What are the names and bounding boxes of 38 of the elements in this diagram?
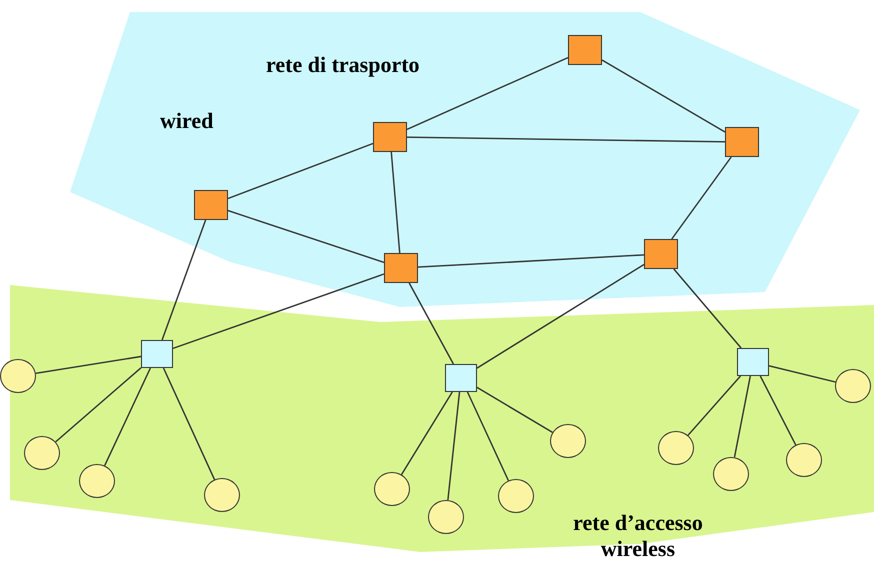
link-line <box>476 386 553 433</box>
access-point-node <box>737 348 769 376</box>
link-line <box>602 59 726 133</box>
link-line <box>161 220 206 340</box>
link-line <box>172 273 384 350</box>
area-label: wired <box>160 108 214 134</box>
router-node <box>194 190 228 220</box>
router-node <box>568 35 602 65</box>
router-node <box>644 239 678 269</box>
link-line <box>55 367 142 442</box>
link-line <box>466 392 510 481</box>
router-node <box>384 253 418 283</box>
access-point-node <box>141 340 173 368</box>
link-line <box>390 152 400 254</box>
link-line <box>671 156 732 240</box>
link-line <box>476 264 644 369</box>
link-line <box>734 376 751 458</box>
router-node <box>725 127 759 157</box>
link-line <box>406 136 726 142</box>
link-line <box>406 56 568 130</box>
link-line <box>673 268 742 348</box>
link-line <box>768 365 836 383</box>
link-line <box>162 368 216 480</box>
link-line <box>400 392 453 475</box>
link-line <box>760 376 796 446</box>
link-line <box>408 282 454 364</box>
link-line <box>228 210 384 264</box>
link-line <box>36 356 142 374</box>
link-line <box>104 368 152 466</box>
link-line <box>418 254 644 268</box>
host-node <box>0 359 36 393</box>
link-line <box>228 142 374 200</box>
link-line <box>447 392 460 500</box>
router-node <box>373 122 407 152</box>
link-line <box>687 376 742 436</box>
area-label: rete d’accesso wireless <box>572 510 704 563</box>
area-label: rete di trasporto <box>266 52 420 78</box>
access-point-node <box>445 364 477 392</box>
